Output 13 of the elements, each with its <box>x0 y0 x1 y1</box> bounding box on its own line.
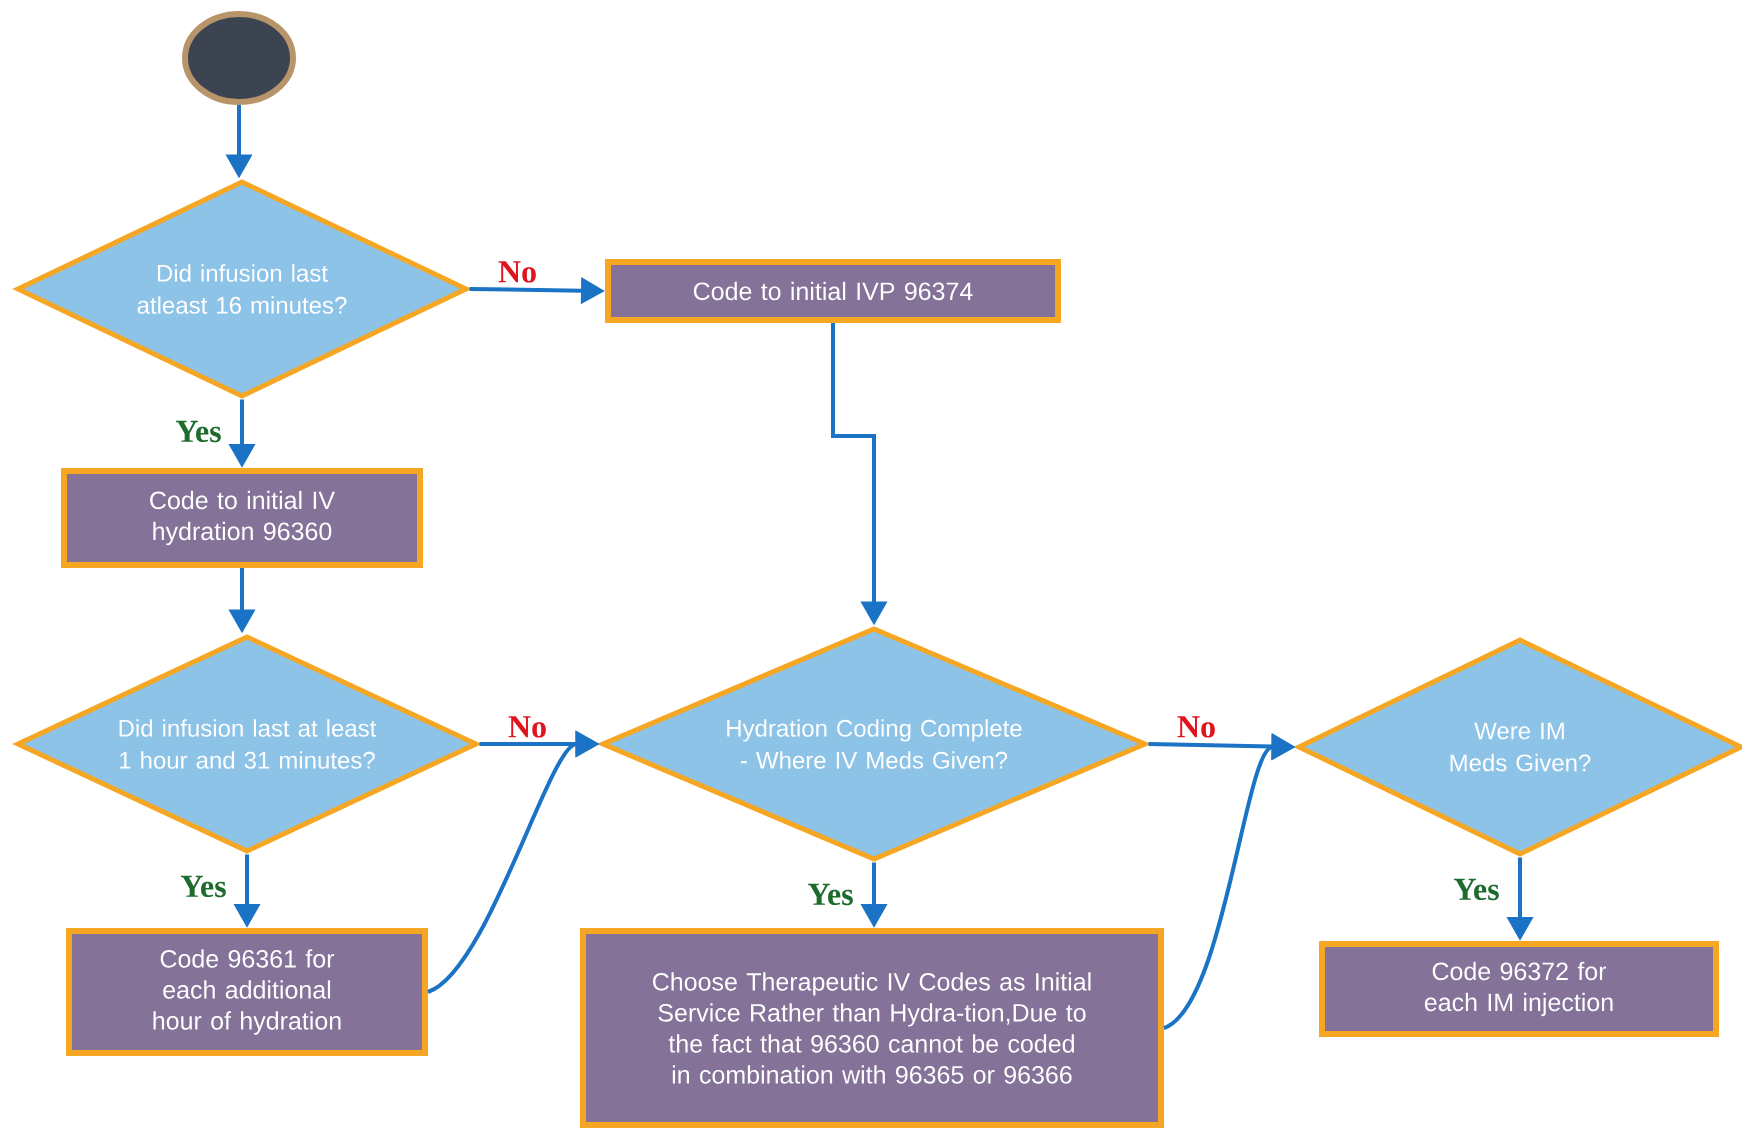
edge-label: Yes <box>1453 878 1499 901</box>
process-box: Code to initial IVP 96374 <box>605 259 1061 323</box>
start-circle <box>182 11 296 105</box>
edge-label: Yes <box>807 883 853 906</box>
process-box: Code 96361 for each additional hour of hydration <box>66 928 428 1056</box>
edge-label: No <box>498 261 536 283</box>
process-box: Choose Therapeutic IV Codes as Initial Service Rather than Hydra-tion,Due to the fact that 96360 cannot be coded in combination with 96365 or 96366 <box>580 928 1164 1128</box>
edge-label: Yes <box>175 420 221 443</box>
process-box: Code 96372 for each IM injection <box>1319 941 1719 1037</box>
process-box: Code to initial IV hydration 96360 <box>61 468 423 568</box>
edge-label: No <box>1177 716 1215 738</box>
edge-label: Yes <box>180 875 226 898</box>
edge-label: No <box>508 716 546 738</box>
